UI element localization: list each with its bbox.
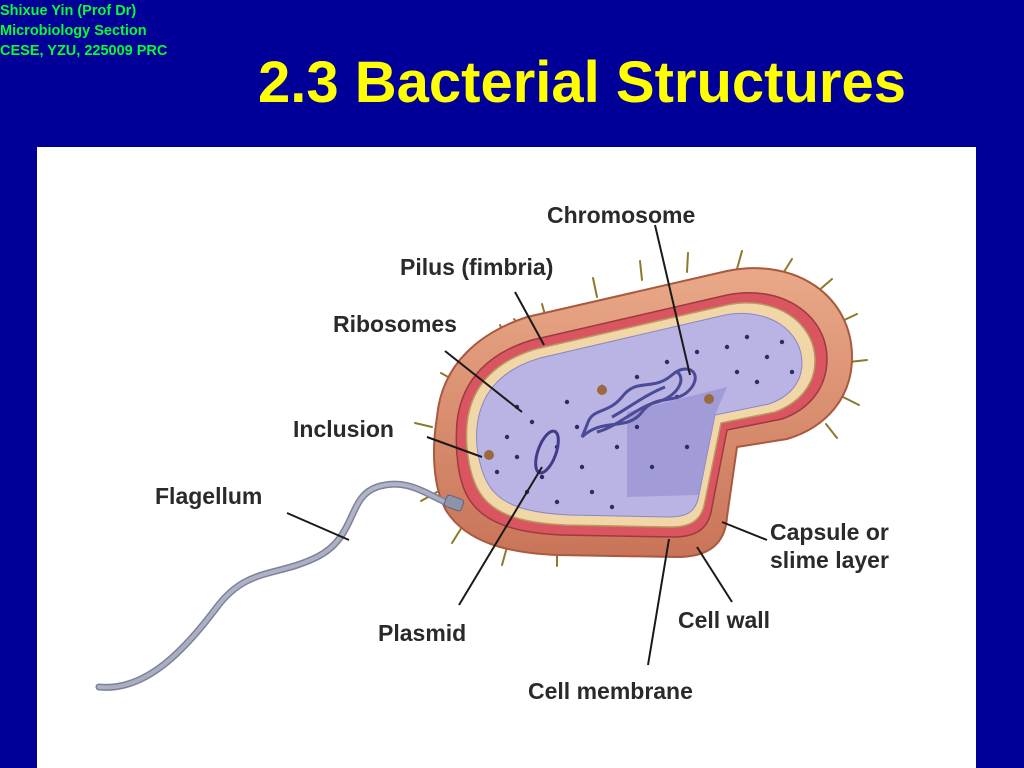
label-flagellum: Flagellum	[155, 483, 262, 509]
label-capsule-line1: Capsule or	[770, 519, 889, 545]
bacterium-diagram: Chromosome Pilus (fimbria) Ribosomes Inc…	[95, 202, 889, 704]
leader-lines	[286, 224, 768, 666]
label-inclusion: Inclusion	[293, 416, 394, 442]
author-credit: Shixue Yin (Prof Dr) Microbiology Sectio…	[0, 1, 167, 61]
label-chromosome: Chromosome	[547, 202, 695, 228]
flagellum	[95, 480, 456, 691]
cutaway-face	[627, 387, 727, 497]
credit-line: CESE, YZU, 225009 PRC	[0, 43, 168, 59]
label-pilus: Pilus (fimbria)	[400, 254, 553, 280]
diagram-panel: Chromosome Pilus (fimbria) Ribosomes Inc…	[37, 147, 976, 768]
credit-line: Shixue Yin (Prof Dr)	[0, 3, 137, 19]
credit-line: Microbiology Section	[0, 23, 147, 39]
label-cell-membrane: Cell membrane	[528, 678, 693, 704]
inclusions	[484, 385, 714, 460]
label-plasmid: Plasmid	[378, 620, 466, 646]
label-capsule-line2: slime layer	[770, 547, 889, 573]
chromosome	[580, 367, 697, 439]
slide-title: 2.3 Bacterial Structures	[258, 50, 906, 115]
flagellum-hook	[443, 494, 465, 512]
label-ribosomes: Ribosomes	[333, 311, 457, 337]
label-cell-wall: Cell wall	[678, 607, 770, 633]
